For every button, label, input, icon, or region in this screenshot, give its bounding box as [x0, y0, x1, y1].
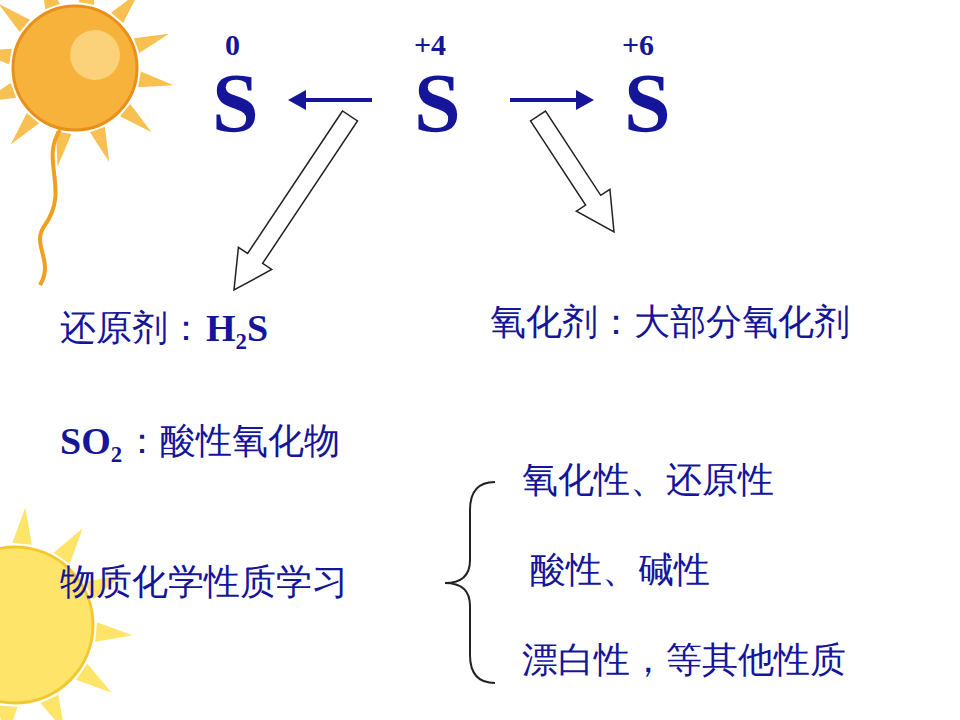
sulfur-symbol: S — [212, 62, 259, 146]
sun-ray — [90, 127, 109, 162]
formula: H₂S — [206, 309, 268, 347]
sun-ray — [79, 0, 95, 5]
reaction-arrow — [510, 98, 582, 102]
formula: SO₂ — [60, 422, 122, 460]
sulfur-symbol: S — [414, 62, 461, 146]
curly-brace — [445, 482, 495, 683]
sun-ray — [0, 705, 18, 720]
sun-ray — [0, 49, 12, 65]
property-item: 氧化性、还原性 — [522, 462, 774, 498]
sun-ray — [0, 83, 16, 102]
sun-ray — [0, 4, 30, 32]
oxidation-state: 0 — [225, 30, 240, 60]
property-label: ：酸性氧化物 — [124, 423, 340, 459]
property-item: 漂白性，等其他性质 — [522, 642, 846, 678]
topic-label: 物质化学性质学习 — [60, 564, 348, 600]
sun-highlight — [70, 30, 120, 80]
yellow-sun — [0, 507, 133, 720]
oxidizing-agent-label: 氧化剂：大部分氧化剂 — [490, 304, 850, 340]
arrow-head — [576, 90, 594, 110]
arrow-head — [288, 90, 306, 110]
oxidation-state: +4 — [414, 30, 446, 60]
sun-ray — [95, 622, 132, 642]
sun-disc — [13, 6, 137, 130]
reaction-arrow — [300, 98, 372, 102]
hollow-arrow — [531, 111, 615, 232]
sulfur-symbol: S — [624, 62, 671, 146]
sun-ray — [12, 507, 32, 544]
orange-sun — [0, 0, 173, 285]
sun-ray — [11, 113, 39, 144]
property-item: 酸性、碱性 — [530, 552, 710, 588]
oxidation-state: +6 — [622, 30, 654, 60]
sun-ray — [138, 72, 173, 88]
reducing-agent-label: 还原剂： — [60, 310, 204, 346]
balloon-string — [40, 130, 60, 285]
sun-ray — [120, 104, 151, 132]
sun-ray — [134, 34, 169, 53]
